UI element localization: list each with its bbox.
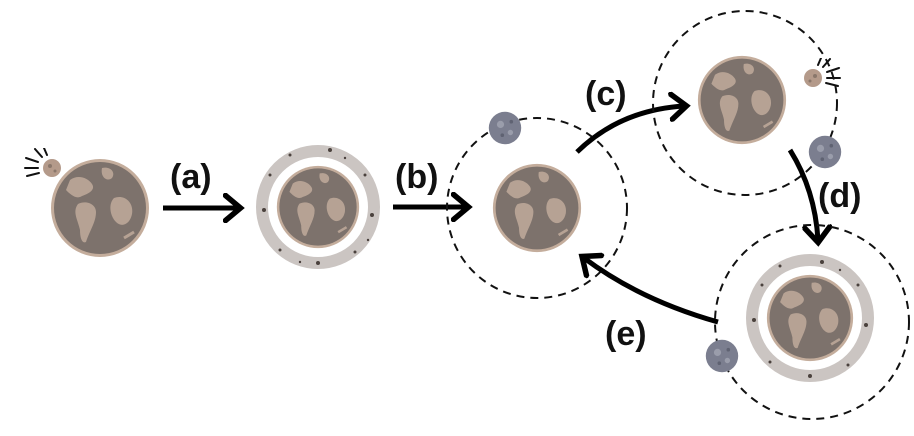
arrow-d — [787, 148, 818, 240]
orbit-dashed — [652, 10, 838, 196]
label-a: (a) — [170, 158, 212, 196]
label-c: (c) — [585, 75, 627, 113]
label-d: (d) — [818, 177, 861, 215]
moon-icon — [705, 339, 739, 373]
debris-particles — [262, 148, 374, 265]
arrow-e — [584, 258, 719, 325]
label-b: (b) — [395, 158, 438, 196]
label-e: (e) — [605, 315, 647, 353]
earth-icon — [766, 274, 854, 362]
earth-icon — [50, 158, 150, 258]
orbit-dashed — [446, 117, 628, 299]
impactor-icon — [24, 148, 62, 178]
debris-particles — [752, 260, 868, 378]
earth-icon — [276, 165, 360, 249]
earth-icon — [697, 55, 787, 145]
arrow-c — [575, 106, 684, 154]
earth-icon — [492, 163, 582, 253]
impactor-icon — [803, 58, 841, 88]
moon-icon — [488, 111, 522, 145]
moon-icon — [808, 135, 842, 169]
orbit-dashed — [714, 224, 910, 420]
